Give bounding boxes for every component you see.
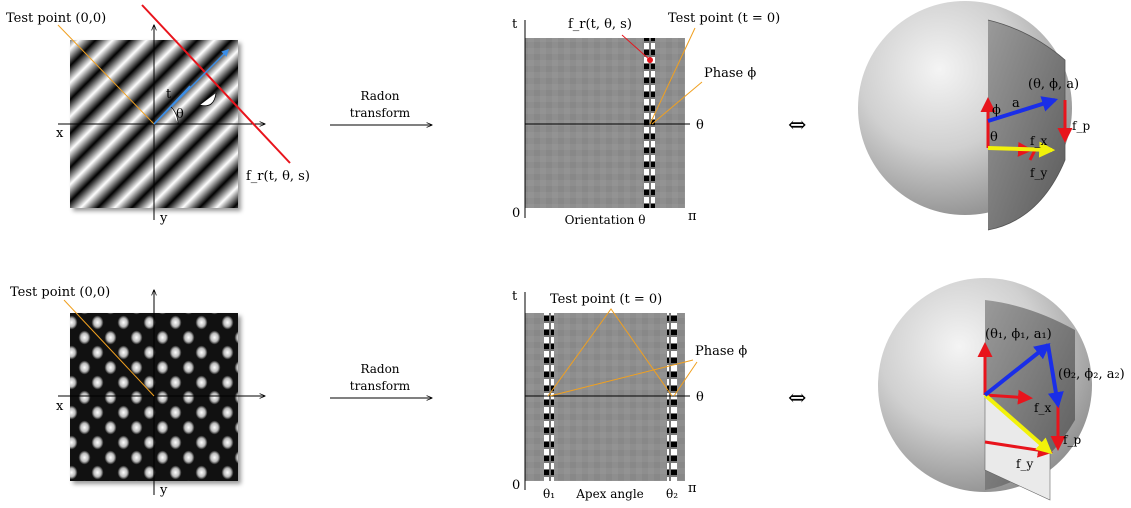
radon-arrow-2: Radon transform [330,362,432,398]
theta-axis-label: θ [696,390,704,405]
radon-label-line2: transform [350,106,411,120]
radon-panel-2: t θ 0 π θ₁ Apex angle θ₂ Test point (t =… [512,289,747,501]
phase-label: Phase ϕ [704,66,756,81]
t-label: t [166,87,172,102]
t-direction-arrow [153,85,191,125]
row-1: x y Test point (0,0) θ t f_r(t, θ, s) Ra… [6,1,1090,231]
radon-peak-column-2 [667,313,677,481]
apex-label: Apex angle [575,487,644,501]
radon-label-line2: transform [350,379,411,393]
t-axis-label: t [512,289,518,304]
fy-label: f_y [1016,457,1033,471]
radon-peak-column-1 [544,313,554,481]
test-point-label: Test point (0,0) [10,285,110,300]
test-point-leaders [547,308,673,397]
pi-label: π [688,209,697,224]
triple1-label: (θ₁, ϕ₁, a₁) [985,327,1052,342]
test-point-label: Test point (0,0) [6,11,106,26]
test-point-t0-label: Test point (t = 0) [668,11,780,26]
test-point-leader [63,299,155,397]
ridge-point [647,57,653,63]
sphere-face [987,19,1066,231]
theta-axis-label: θ [696,118,704,133]
blue-vector-2 [1046,344,1064,409]
test-point-leader [57,24,155,125]
fy-label: f_y [1030,166,1047,180]
zero-label: 0 [512,478,520,493]
radon-ridge-label: f_r(t, θ, s) [568,17,632,32]
blob-image-panel: x y Test point (0,0) [10,285,265,498]
radon-arrow-1: Radon transform [330,89,432,125]
test-point-t0-label: Test point (t = 0) [550,292,662,307]
zero-label: 0 [512,206,520,221]
yellow-projection [987,141,1056,158]
radon-image [525,38,685,208]
sphere-2: (θ₁, ϕ₁, a₁) (θ₂, ϕ₂, a₂) f_x f_y f_p [878,278,1125,501]
fy-arrow [1028,149,1037,161]
equivalence-symbol: ⇔ [788,386,806,411]
fx-label: f_x [1030,134,1047,148]
sphere-cutout [988,20,1065,230]
test-point-t0-leader [649,27,696,125]
theta2-label: θ₂ [666,487,678,501]
ridge-line [141,4,291,164]
right-angle-marker [199,92,217,107]
radon-panel-1: t θ 0 π Orientation θ f_r(t, θ, s) Test … [512,11,780,227]
orientation-label: Orientation θ [565,213,646,227]
t-axis-label: t [512,17,518,32]
triple-label: (θ, ϕ, a) [1028,77,1079,92]
phi-label: ϕ [992,103,1001,118]
equivalence-symbol: ⇔ [788,113,806,138]
phase-leader-2 [673,361,698,397]
x-axis-label: x [56,126,64,141]
phase-leader-1 [549,359,694,397]
fp-label: f_p [1063,433,1081,447]
blue-vector-1 [983,343,1051,397]
radon-label-line1: Radon [360,362,399,376]
stripe-image-panel: x y Test point (0,0) θ t f_r(t, θ, s) [6,4,310,226]
theta-arc [170,106,179,125]
sphere-1: (θ, ϕ, a) ϕ a θ f_x f_y f_p [858,1,1090,231]
y-axis-label: y [159,211,168,226]
ridge-function-label: f_r(t, θ, s) [246,169,310,184]
row-2: x y Test point (0,0) Radon transform t θ… [10,278,1125,501]
phase-label: Phase ϕ [695,344,747,359]
pi-label: π [688,481,697,496]
x-axis-label: x [56,399,64,414]
phase-leader [651,81,703,125]
radon-peak-column [644,38,655,208]
radon-label-line1: Radon [360,89,399,103]
fp-label: f_p [1072,119,1090,133]
fx-label: f_x [1034,401,1051,415]
theta-label: θ [176,107,184,122]
ridge-leader [621,34,651,61]
yellow-projection [983,393,1053,455]
blue-vector-a [987,96,1059,123]
fx-arrow [984,389,1033,405]
y-axis-label: y [159,483,168,498]
theta-label-sphere: θ [990,130,998,145]
theta1-label: θ₁ [543,487,555,501]
a-label: a [1012,96,1020,111]
triple2-label: (θ₂, ϕ₂, a₂) [1058,367,1125,382]
